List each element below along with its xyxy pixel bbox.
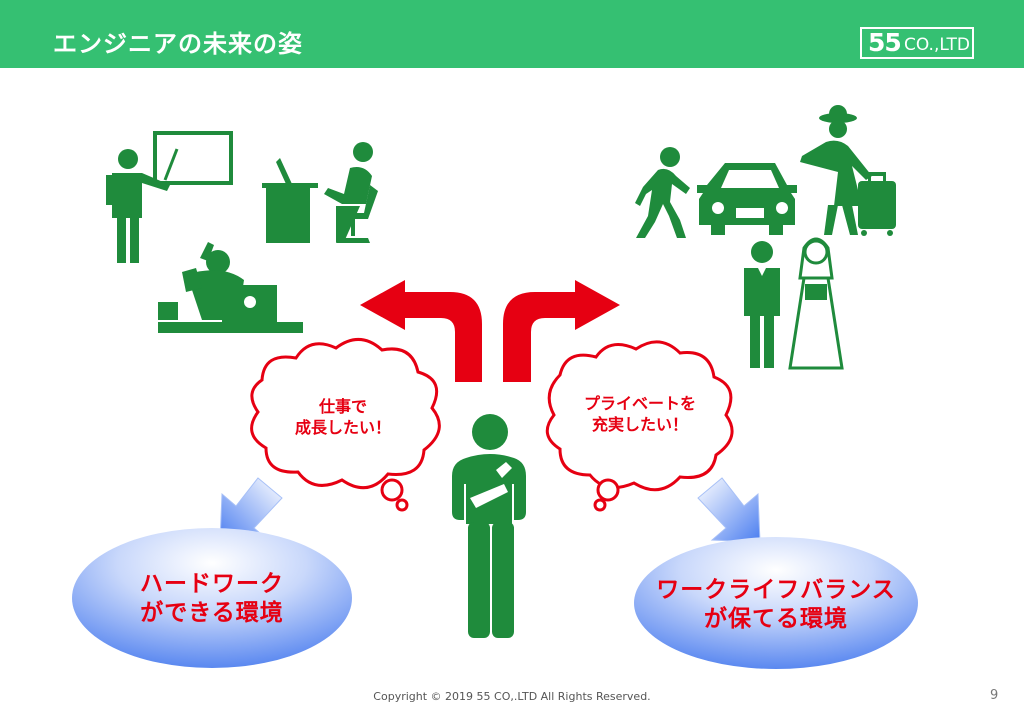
thought-text-right: プライベートを 充実したい！: [560, 393, 720, 435]
wedding-couple-icon: [744, 237, 844, 370]
outcome-left-line2: ができる環境: [140, 600, 284, 626]
desk-worker-icon: [262, 142, 378, 243]
laptop-worker-icon: [158, 242, 303, 333]
thought-bubble-left: [250, 338, 441, 512]
blue-arrow-right: [697, 477, 761, 543]
page-number: 9: [990, 688, 999, 703]
outcome-text-right: ワークライフバランス が保てる環境: [636, 576, 916, 634]
outcome-right-line2: が保てる環境: [704, 606, 848, 632]
thought-text-left: 仕事で 成長したい！: [268, 396, 418, 438]
logo-company: CO.,LTD: [904, 35, 970, 55]
page-title: エンジニアの未来の姿: [53, 30, 303, 58]
thought-bubble-right: [545, 340, 734, 512]
car-icon: [697, 163, 797, 235]
thought-right-line1: プライベートを: [583, 394, 696, 413]
red-split-arrow: [360, 280, 620, 382]
outcome-text-left: ハードワーク ができる環境: [92, 570, 332, 628]
company-logo: 55 CO.,LTD: [860, 27, 974, 59]
outcome-ellipse-left: [72, 528, 352, 668]
thought-right-line2: 充実したい！: [591, 415, 688, 434]
presenter-icon: [106, 131, 233, 263]
walker-icon: [635, 147, 690, 238]
header-bar: エンジニアの未来の姿 55 CO.,LTD: [0, 0, 1024, 68]
copyright-footer: Copyright © 2019 55 CO,.LTD All Rights R…: [373, 690, 651, 703]
thought-left-line1: 仕事で: [318, 397, 367, 416]
logo-number: 55: [868, 28, 902, 57]
traveler-icon: [800, 105, 896, 236]
thinking-person-icon: [452, 414, 526, 638]
outcome-left-line1: ハードワーク: [140, 571, 284, 597]
outcome-right-line1: ワークライフバランス: [656, 577, 896, 603]
thought-left-line2: 成長したい！: [294, 418, 391, 437]
outcome-ellipse-right: [634, 537, 918, 669]
